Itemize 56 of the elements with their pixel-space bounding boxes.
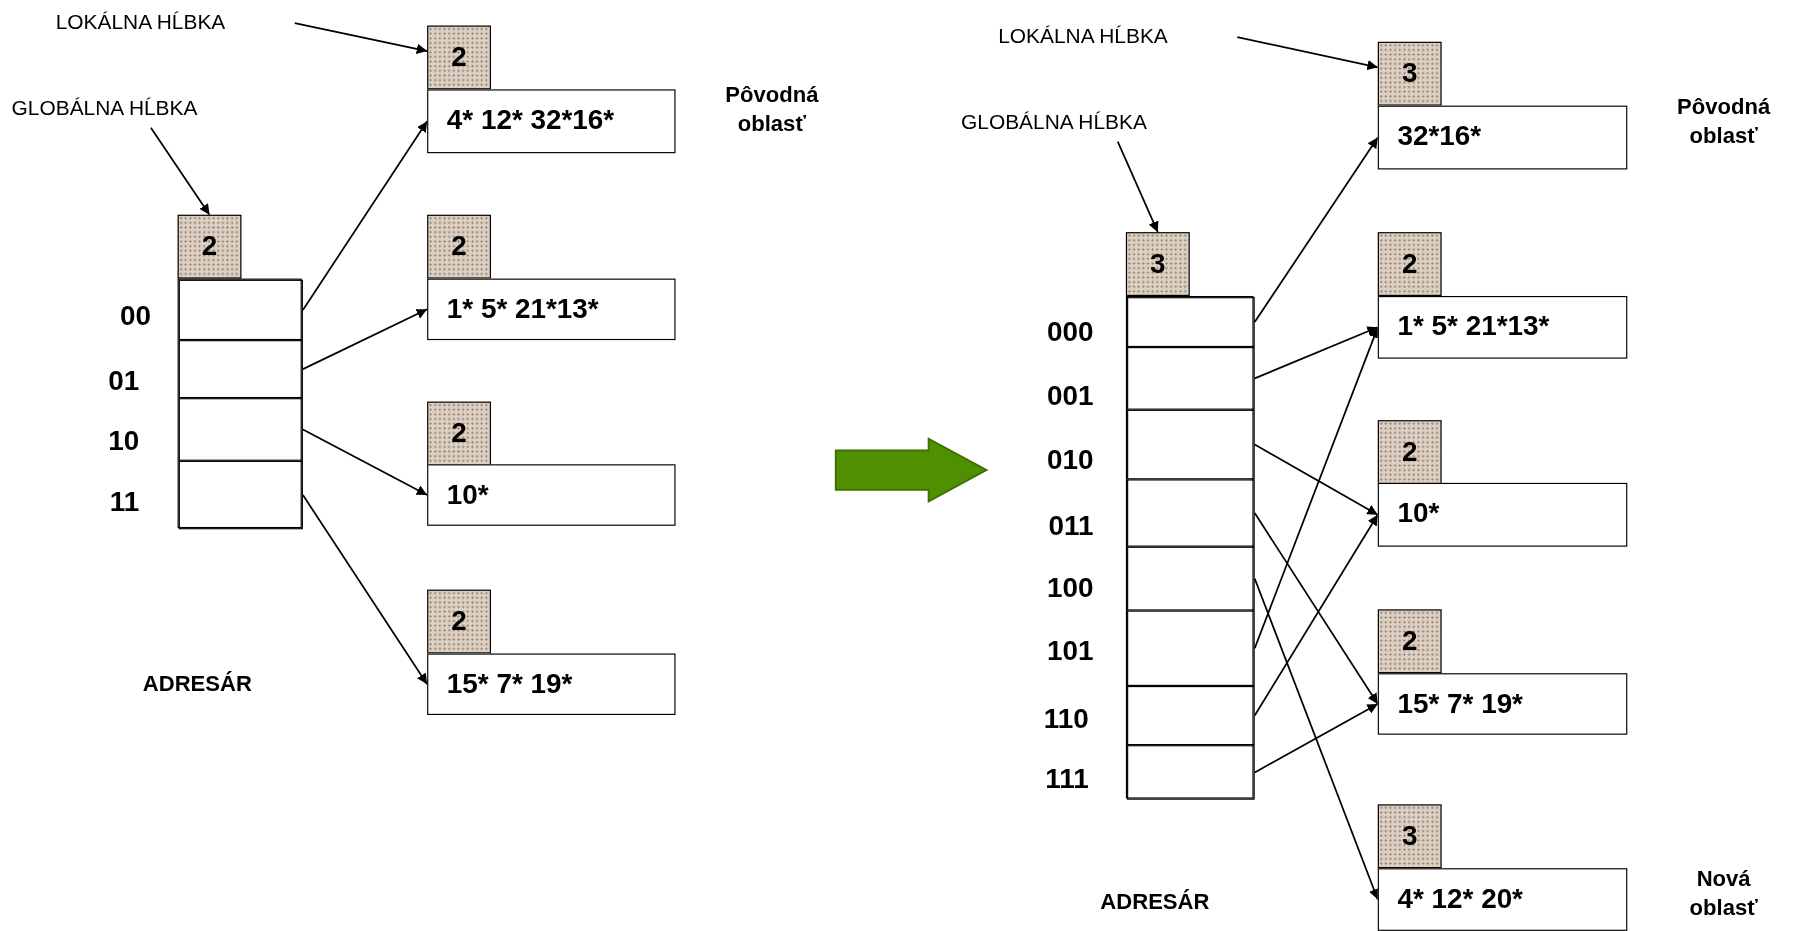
directory-box	[1125, 296, 1254, 799]
slot-label: 11	[108, 484, 140, 519]
slot-label: 101	[1045, 633, 1094, 669]
depth-box: 2	[1377, 609, 1442, 674]
region-caption: Pôvodná oblasť	[724, 81, 820, 138]
pointer-arrow	[302, 308, 428, 370]
pointer-arrow	[1253, 703, 1379, 774]
depth-box: 2	[1377, 420, 1442, 484]
leader-arrow	[1116, 140, 1159, 233]
pointer-arrow	[302, 428, 428, 496]
depth-box: 2	[427, 214, 491, 279]
depth-box: 2	[1377, 232, 1442, 296]
slot-label: 100	[1045, 570, 1094, 605]
slot-label: 00	[118, 298, 151, 333]
directory-caption: ADRESÁR	[141, 670, 253, 697]
region-caption: Pôvodná oblasť	[1676, 93, 1772, 150]
pointer-arrow	[1253, 326, 1379, 650]
leader-arrow	[1236, 36, 1379, 71]
slot-label: 010	[1045, 442, 1094, 477]
pointer-arrow	[1253, 577, 1379, 901]
bucket-box: 10*	[427, 464, 676, 526]
pointer-arrow	[302, 120, 428, 311]
depth-box: 2	[427, 401, 491, 466]
slot-label: 001	[1045, 378, 1094, 413]
annotation-text: GLOBÁLNA HĹBKA	[11, 95, 244, 124]
bucket-box: 15* 7* 19*	[427, 653, 676, 715]
depth-box: 2	[177, 214, 242, 279]
annotation-text: LOKÁLNA HĹBKA	[998, 23, 1231, 52]
depth-box: 3	[1377, 804, 1442, 869]
slot-label: 011	[1047, 508, 1094, 543]
pointer-arrow	[302, 494, 428, 686]
region-caption: Nová oblasť	[1688, 864, 1759, 921]
annotation-text: LOKÁLNA HĹBKA	[55, 9, 288, 38]
bucket-box: 4* 12* 32*16*	[427, 89, 676, 154]
pointer-arrow	[1253, 326, 1379, 380]
bucket-box: 4* 12* 20*	[1377, 868, 1628, 931]
depth-box: 2	[427, 25, 491, 90]
slot-label: 000	[1045, 314, 1094, 350]
bucket-box: 10*	[1377, 482, 1628, 547]
slot-label: 111	[1044, 761, 1089, 796]
pointer-arrow	[1253, 136, 1379, 323]
depth-box: 2	[427, 589, 491, 654]
leader-arrow	[293, 22, 428, 55]
bucket-box: 1* 5* 21*13*	[427, 278, 676, 341]
slot-label: 10	[107, 423, 140, 459]
bucket-box: 1* 5* 21*13*	[1377, 296, 1628, 359]
bucket-box: 15* 7* 19*	[1377, 673, 1628, 735]
leader-arrow	[150, 126, 211, 216]
pointer-arrow	[1253, 443, 1379, 516]
depth-box: 3	[1377, 41, 1442, 106]
bucket-box: 32*16*	[1377, 105, 1628, 170]
slot-label: 110	[1042, 701, 1089, 736]
slot-label: 01	[107, 363, 140, 398]
depth-box: 3	[1125, 232, 1190, 296]
annotation-text: GLOBÁLNA HĹBKA	[961, 109, 1229, 137]
directory-caption: ADRESÁR	[1099, 889, 1211, 915]
